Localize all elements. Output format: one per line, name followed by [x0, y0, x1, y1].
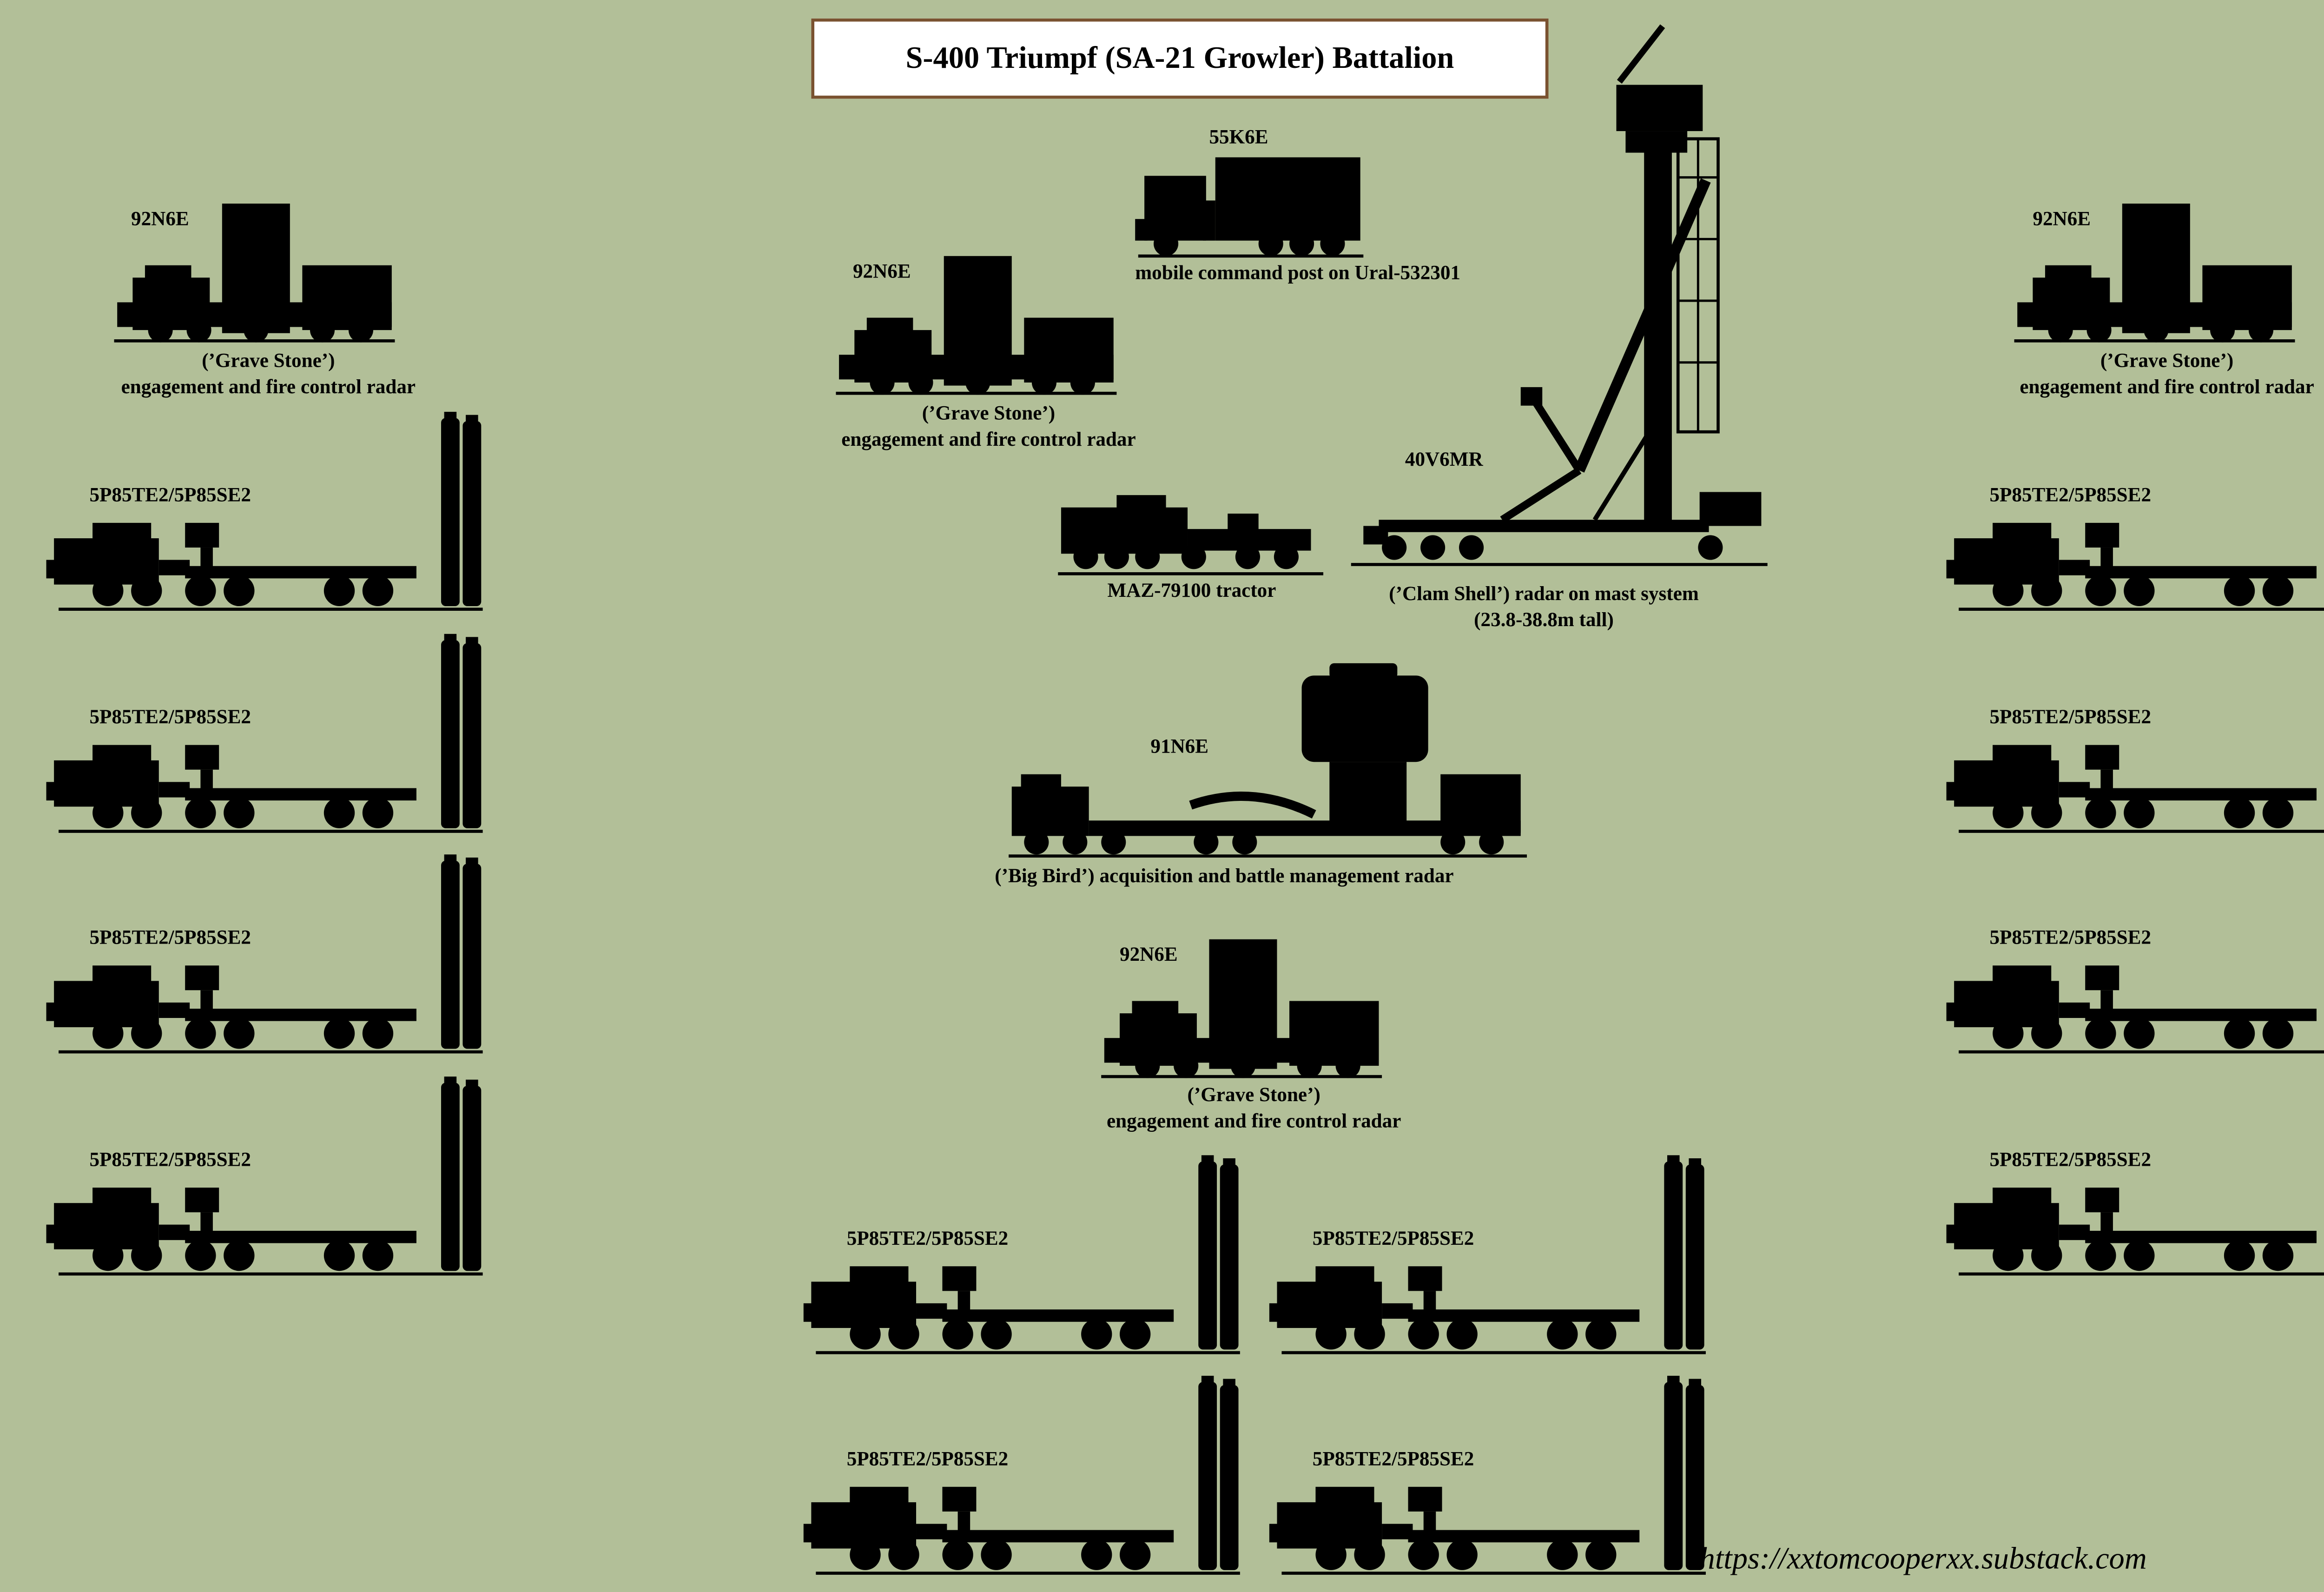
caption-line: (’Grave Stone’)	[1187, 1083, 1320, 1106]
command-post-label: 55K6E	[1209, 125, 1268, 148]
radar-92n6e-left-label: 92N6E	[131, 206, 189, 230]
caption-line: (23.8-38.8m tall)	[1474, 608, 1614, 631]
caption-line: engagement and fire control radar	[2020, 375, 2314, 398]
radar-92n6e-right-silhouette	[2014, 204, 2295, 343]
launcher-silhouette	[1946, 411, 2324, 611]
caption-line: engagement and fire control radar	[841, 427, 1136, 450]
radar-92n6e-left-caption: (’Grave Stone’) engagement and fire cont…	[121, 347, 416, 400]
launcher-label: 5P85TE2/5P85SE2	[846, 1447, 1009, 1470]
launcher-label: 5P85TE2/5P85SE2	[1312, 1447, 1474, 1470]
big-bird-silhouette	[1009, 663, 1527, 858]
launcher-label: 5P85TE2/5P85SE2	[1989, 705, 2152, 728]
radar-92n6e-left-silhouette	[114, 204, 395, 343]
caption-line: (’Clam Shell’) radar on mast system	[1389, 581, 1699, 605]
big-bird-label: 91N6E	[1150, 734, 1209, 758]
launcher-label: 5P85TE2/5P85SE2	[1989, 482, 2152, 506]
tractor-silhouette	[1058, 495, 1324, 575]
launcher-label: 5P85TE2/5P85SE2	[1312, 1226, 1474, 1249]
radar-92n6e-center-lower-caption: (’Grave Stone’) engagement and fire cont…	[1107, 1081, 1401, 1134]
radar-92n6e-center-lower-label: 92N6E	[1120, 942, 1178, 966]
launcher-silhouette	[1946, 634, 2324, 833]
launcher-label: 5P85TE2/5P85SE2	[89, 1147, 251, 1171]
command-post-caption: mobile command post on Ural-532301	[1135, 260, 1460, 284]
launcher-silhouette	[1269, 1375, 1706, 1575]
launcher-silhouette	[1946, 1077, 2324, 1276]
caption-line: engagement and fire control radar	[121, 375, 416, 398]
command-post-silhouette	[1135, 157, 1364, 258]
launcher-label: 5P85TE2/5P85SE2	[846, 1226, 1009, 1249]
mast-radar-caption: (’Clam Shell’) radar on mast system (23.…	[1389, 580, 1699, 633]
launcher-silhouette	[1946, 854, 2324, 1054]
launcher-silhouette	[803, 1375, 1240, 1575]
mast-radar-silhouette	[1351, 24, 1768, 566]
launcher-silhouette	[46, 1077, 483, 1276]
launcher-label: 5P85TE2/5P85SE2	[89, 705, 251, 728]
caption-line: (’Grave Stone’)	[202, 348, 335, 372]
launcher-silhouette	[1269, 1155, 1706, 1354]
launcher-silhouette	[46, 411, 483, 611]
mast-radar-label: 40V6MR	[1405, 447, 1483, 471]
launcher-label: 5P85TE2/5P85SE2	[1989, 925, 2152, 949]
launcher-label: 5P85TE2/5P85SE2	[89, 925, 251, 949]
radar-92n6e-center-lower-silhouette	[1101, 939, 1382, 1078]
watermark-url: https://xxtomcooperxx.substack.com	[1699, 1542, 2147, 1577]
launcher-silhouette	[803, 1155, 1240, 1354]
launcher-silhouette	[46, 854, 483, 1054]
radar-92n6e-center-top-label: 92N6E	[852, 259, 911, 283]
radar-92n6e-center-top-caption: (’Grave Stone’) engagement and fire cont…	[841, 399, 1136, 452]
radar-92n6e-right-label: 92N6E	[2033, 206, 2091, 230]
big-bird-caption: (’Big Bird’) acquisition and battle mana…	[995, 864, 1454, 887]
tractor-caption: MAZ-79100 tractor	[1107, 578, 1276, 602]
caption-line: (’Grave Stone’)	[922, 401, 1056, 424]
radar-92n6e-center-top-silhouette	[836, 256, 1117, 395]
launcher-label: 5P85TE2/5P85SE2	[1989, 1147, 2152, 1171]
launcher-silhouette	[46, 634, 483, 833]
diagram-title: S-400 Triumpf (SA-21 Growler) Battalion	[811, 18, 1549, 99]
launcher-label: 5P85TE2/5P85SE2	[89, 482, 251, 506]
caption-line: engagement and fire control radar	[1106, 1109, 1401, 1132]
caption-line: (’Grave Stone’)	[2100, 348, 2234, 372]
radar-92n6e-right-caption: (’Grave Stone’) engagement and fire cont…	[2020, 347, 2314, 400]
